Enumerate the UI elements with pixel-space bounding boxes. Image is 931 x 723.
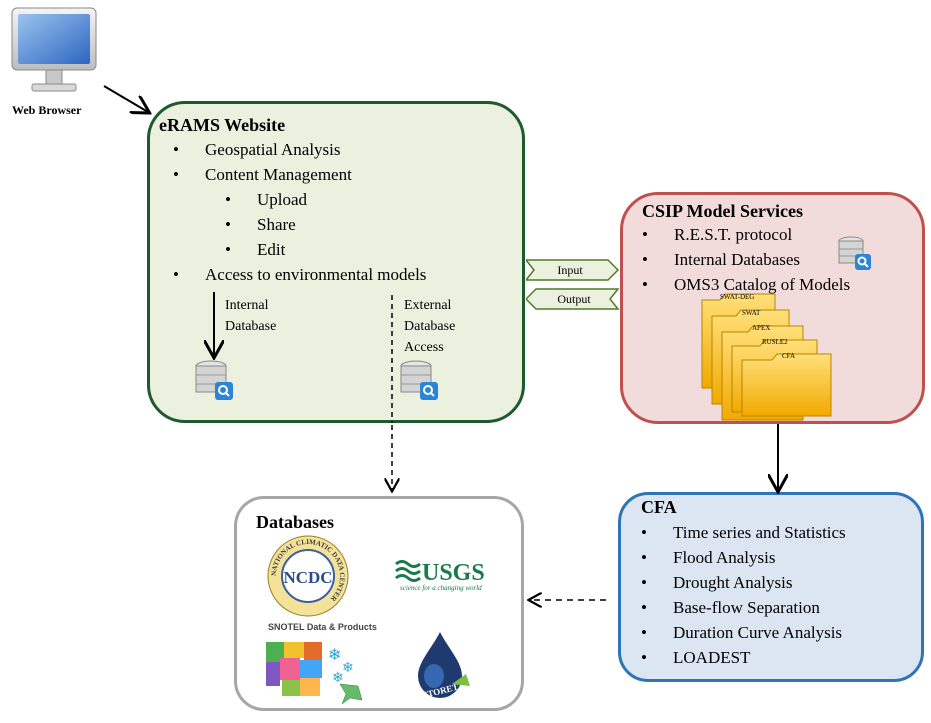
- folder-label: SWAT-DEG: [720, 293, 754, 301]
- folder-label: APEX: [752, 324, 770, 332]
- output-arrow: Output: [526, 288, 620, 310]
- output-label: Output: [557, 292, 591, 306]
- snowflake-icon: ❄: [332, 671, 344, 686]
- csip-database-icon: [838, 236, 871, 270]
- cfa-item: Flood Analysis: [641, 545, 846, 570]
- external-database-label: External Database Access: [404, 298, 456, 355]
- internal-database-label: Internal Database: [225, 298, 277, 334]
- folder-label: CFA: [782, 352, 795, 360]
- cfa-item: Base-flow Separation: [641, 595, 846, 620]
- databases-title: Databases: [256, 512, 335, 532]
- cfa-list: Time series and Statistics Flood Analysi…: [641, 520, 846, 670]
- storet-logo: STORET: [418, 632, 470, 700]
- cfa-item: Time series and Statistics: [641, 520, 846, 545]
- usgs-tagline: science for a changing world: [400, 584, 482, 592]
- erams-sublist: Upload Share Edit: [225, 187, 307, 262]
- folder-label: RUSLE2: [762, 338, 788, 346]
- snowflake-icon: ❄: [342, 661, 354, 676]
- monitor-icon: [11, 7, 97, 92]
- snotel-label: SNOTEL Data & Products: [268, 622, 377, 632]
- erams-item: Content Management: [173, 162, 352, 187]
- csip-item: OMS3 Catalog of Models: [642, 272, 850, 297]
- erams-subitem: Share: [225, 212, 307, 237]
- erams-list-last: Access to environmental models: [173, 262, 426, 287]
- csip-title: CSIP Model Services: [642, 201, 803, 221]
- erams-subitem: Upload: [225, 187, 307, 212]
- input-output-arrows: Input Output: [526, 259, 620, 310]
- input-label: Input: [557, 263, 583, 277]
- usgs-text: USGS: [422, 560, 485, 586]
- folder-cfa: CFA: [741, 352, 832, 417]
- snotel-map-icon: ❄ ❄ ❄: [266, 642, 363, 705]
- cfa-item: LOADEST: [641, 645, 846, 670]
- folder-label: SWAT: [742, 309, 761, 317]
- erams-item: Access to environmental models: [173, 262, 426, 287]
- cfa-item: Drought Analysis: [641, 570, 846, 595]
- csip-list: R.E.S.T. protocol Internal Databases OMS…: [642, 222, 850, 297]
- ncdc-logo: NATIONAL CLIMATIC DATA CENTER NCDC: [267, 535, 349, 617]
- web-browser-label: Web Browser: [12, 103, 82, 117]
- erams-list: Geospatial Analysis Content Management: [173, 137, 352, 187]
- model-catalog-folders: SWAT-DEG SWAT APEX RUSLE2 CFA: [701, 293, 832, 421]
- snowflake-icon: ❄: [328, 647, 341, 664]
- internal-database-icon: [195, 360, 233, 400]
- input-arrow: Input: [526, 259, 620, 281]
- erams-subitem: Edit: [225, 237, 307, 262]
- external-database-icon: [400, 360, 438, 400]
- usgs-logo: USGS science for a changing world: [395, 560, 485, 592]
- arrow-browser-to-erams: [103, 85, 148, 112]
- cfa-item: Duration Curve Analysis: [641, 620, 846, 645]
- cfa-title: CFA: [641, 497, 677, 517]
- csip-item: Internal Databases: [642, 247, 850, 272]
- ncdc-text: NCDC: [283, 568, 332, 587]
- erams-item: Geospatial Analysis: [173, 137, 352, 162]
- erams-title: eRAMS Website: [159, 115, 286, 135]
- csip-item: R.E.S.T. protocol: [642, 222, 850, 247]
